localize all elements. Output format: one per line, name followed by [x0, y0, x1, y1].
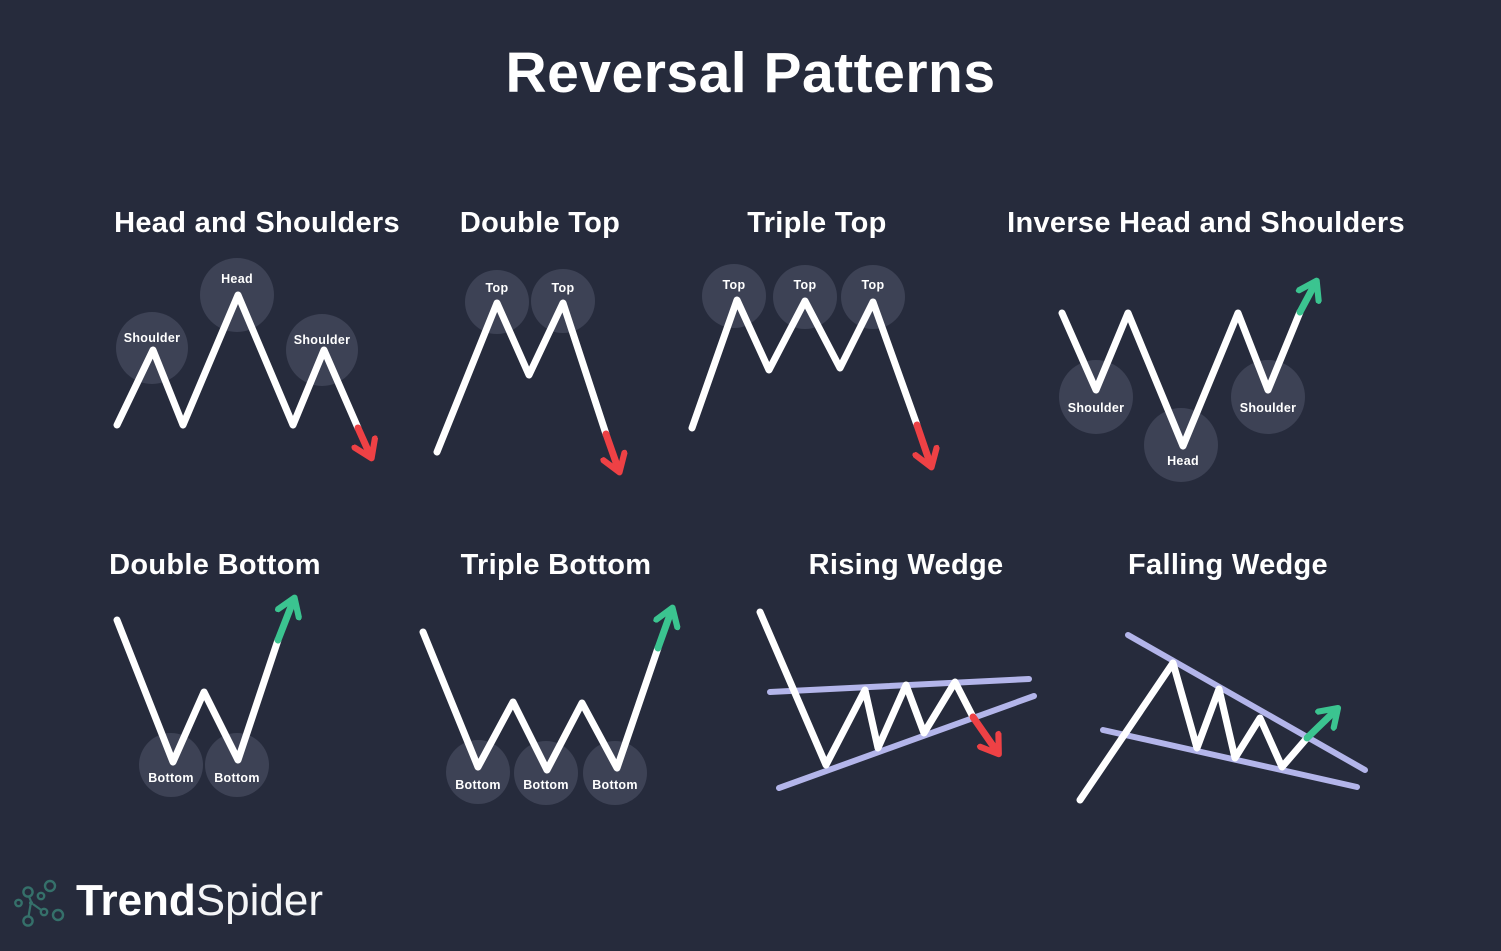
down-arrow [606, 430, 619, 471]
up-arrow [1300, 282, 1316, 316]
circle-label: Top [723, 278, 746, 292]
label-circle [205, 733, 269, 797]
circle-label: Shoulder [1068, 401, 1125, 415]
price-line [433, 299, 610, 456]
label-circle [583, 741, 647, 805]
circle-label: Top [794, 278, 817, 292]
circle-label: Bottom [148, 771, 194, 785]
head-and-shoulders-diagram: Shoulder Head Shoulder [113, 258, 395, 485]
label-circle [1059, 360, 1133, 434]
falling-wedge-diagram [1076, 632, 1368, 804]
page-title: Reversal Patterns [505, 41, 996, 105]
circle-label: Shoulder [1240, 401, 1297, 415]
double-bottom-diagram: Bottom Bottom [113, 590, 395, 797]
trendline-lower [1100, 727, 1360, 790]
pattern-title-rising-wedge: Rising Wedge [808, 549, 1004, 581]
inverse-head-and-shoulders-diagram: Shoulder Head Shoulder [1058, 250, 1340, 482]
circle-label: Shoulder [294, 333, 351, 347]
triple-bottom-diagram: Bottom Bottom Bottom [419, 590, 720, 805]
circle-label: Bottom [592, 778, 638, 792]
label-circle [773, 265, 837, 329]
label-circle [139, 733, 203, 797]
circle-label: Top [486, 281, 509, 295]
pattern-title-inverse-head-and-shoulders: Inverse Head and Shoulders [1007, 207, 1405, 239]
trendspider-logo: TrendSpider [14, 874, 434, 934]
price-line [113, 616, 282, 766]
down-arrow [358, 424, 371, 457]
circle-label: Bottom [455, 778, 501, 792]
up-arrow [658, 609, 672, 652]
circle-label: Head [221, 272, 253, 286]
label-circle [446, 740, 510, 804]
pattern-title-double-top: Double Top [459, 207, 621, 239]
label-circle [841, 265, 905, 329]
pattern-title-triple-bottom: Triple Bottom [460, 549, 652, 581]
circle-label: Bottom [523, 778, 569, 792]
rising-wedge-diagram [756, 608, 1037, 791]
down-arrow [917, 421, 931, 466]
trendline-lower [776, 693, 1037, 791]
triple-top-diagram: Top Top Top [688, 264, 950, 485]
down-arrow [969, 713, 998, 753]
circle-label: Top [552, 281, 575, 295]
up-arrow [1303, 709, 1337, 742]
circle-label: Top [862, 278, 885, 292]
trendspider-logo-icon [14, 879, 65, 927]
label-circle [702, 264, 766, 328]
up-arrow [274, 599, 294, 644]
pattern-title-falling-wedge: Falling Wedge [1128, 549, 1328, 581]
circle-label: Shoulder [124, 331, 181, 345]
circle-label: Head [1167, 454, 1199, 468]
price-line [1076, 659, 1311, 804]
pattern-title-double-bottom: Double Bottom [109, 549, 321, 581]
pattern-title-head-and-shoulders: Head and Shoulders [114, 207, 400, 239]
brand-name-light: Spider [195, 876, 323, 925]
price-line [688, 296, 921, 432]
price-line [756, 608, 977, 769]
trendline-upper [1125, 632, 1368, 773]
label-circle [1231, 360, 1305, 434]
price-line [113, 291, 362, 432]
circle-label: Bottom [214, 771, 260, 785]
brand-name-bold: Trend [76, 876, 196, 925]
double-top-diagram: Top Top [433, 269, 660, 485]
price-line [1058, 308, 1304, 450]
pattern-title-triple-top: Triple Top [747, 207, 887, 239]
trendspider-logo-text: TrendSpider [76, 878, 323, 924]
trendline-upper [767, 676, 1032, 695]
price-line [419, 628, 662, 774]
